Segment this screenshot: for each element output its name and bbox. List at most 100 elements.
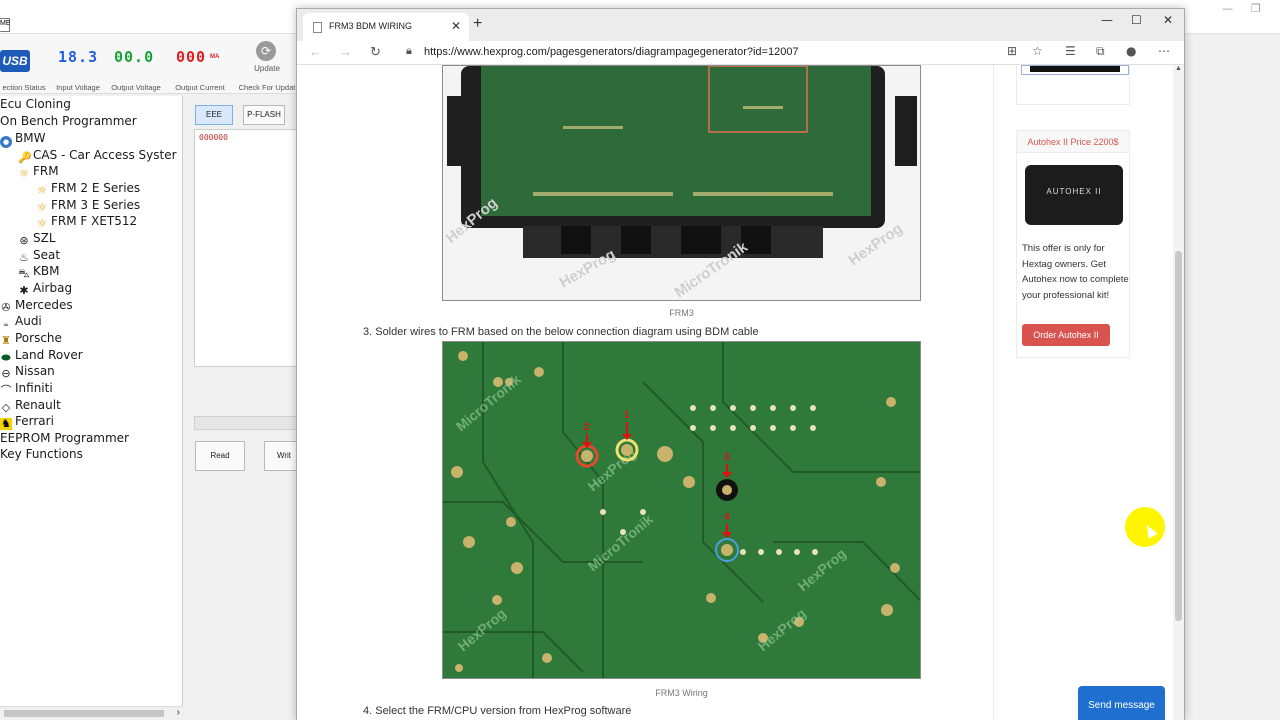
tree-item-label: SZL: [33, 231, 56, 245]
lock-icon[interactable]: 🔒︎: [406, 45, 412, 57]
page-vertical-scrollbar[interactable]: ▲: [1173, 65, 1184, 720]
tree-item-audi[interactable]: ∞Audi: [0, 313, 42, 329]
steering-wheel-icon: ⊛: [19, 234, 29, 247]
ad-title: Autohex II Price 2200$: [1017, 131, 1129, 153]
close-window-icon[interactable]: ✕: [1163, 13, 1174, 27]
scroll-right-icon[interactable]: ›: [176, 707, 180, 718]
maximize-icon[interactable]: ☐: [1131, 13, 1142, 27]
tree-item-airbag[interactable]: ✱ Airbag: [18, 280, 73, 297]
airbag-icon: ✱: [19, 284, 29, 297]
image-caption-frm3-wiring: FRM3 Wiring: [655, 688, 708, 698]
browser-tab-title: FRM3 BDM WIRING: [329, 21, 412, 31]
tree-item-bmw[interactable]: ●BMW: [0, 130, 46, 148]
article-column: HexProg HexProg HexProg MicroTronik FRM3…: [297, 65, 994, 720]
tree-item-label: FRM: [33, 164, 59, 178]
pin-4-marker: [715, 538, 739, 562]
tree-item-label: Infiniti: [15, 381, 53, 395]
send-message-button[interactable]: Send message: [1078, 686, 1165, 720]
tree-item-label: FRM 2 E Series: [51, 181, 141, 195]
tree-item-kbm[interactable]: ⛍KBM: [18, 263, 59, 280]
forward-icon[interactable]: →: [339, 44, 352, 59]
pin-1-label: 1: [624, 410, 630, 421]
tree-item-seat[interactable]: ♨Seat: [18, 247, 60, 264]
tree-item-eeprom[interactable]: EEPROM Programmer: [0, 430, 129, 446]
scrollbar-thumb[interactable]: [1175, 251, 1182, 621]
scrollbar-thumb[interactable]: [4, 710, 164, 717]
sun-icon: ☼: [37, 217, 47, 230]
hex-viewer[interactable]: 000000: [194, 129, 304, 367]
favorites-icon[interactable]: ☰: [1065, 44, 1076, 58]
tree-item-label: Airbag: [33, 281, 73, 295]
browser-tab[interactable]: FRM3 BDM WIRING ✕: [303, 13, 469, 41]
back-icon[interactable]: ←: [309, 44, 322, 59]
tree-item-frm2[interactable]: ☼FRM 2 E Series: [36, 180, 141, 197]
minimize-icon[interactable]: —: [1222, 2, 1233, 15]
tree-item-renault[interactable]: ◇Renault: [0, 397, 61, 414]
output-voltage-label: Output Voltage: [111, 83, 161, 92]
infiniti-logo-icon: ⌒: [0, 384, 12, 397]
ferrari-logo-icon: ♞: [0, 417, 12, 430]
tree-item-szl[interactable]: ⊛ SZL: [18, 230, 56, 247]
tree-item-label: Nissan: [15, 364, 55, 378]
hex-address: 000000: [199, 133, 228, 142]
sun-icon: ☼: [37, 201, 47, 214]
frm3-wiring-image: MicroTronik HexProg MicroTronik HexProg …: [442, 341, 921, 679]
url-field[interactable]: https://www.hexprog.com/pagesgenerators/…: [424, 46, 799, 58]
tree-item-key-functions[interactable]: Key Functions: [0, 446, 83, 462]
tree-item-ecu-cloning[interactable]: Ecu Cloning: [0, 96, 71, 112]
image-caption-frm3: FRM3: [669, 308, 694, 318]
ad-image: [1021, 65, 1129, 75]
refresh-icon[interactable]: ↻: [370, 44, 381, 59]
tree-item-ferrari[interactable]: ♞Ferrari: [0, 413, 54, 430]
output-voltage: 00.0 Output Voltage: [106, 38, 166, 94]
tree-item-frm3[interactable]: ☼FRM 3 E Series: [36, 197, 140, 214]
page-content: HexProg HexProg HexProg MicroTronik FRM3…: [297, 65, 1184, 720]
tree-item-on-bench[interactable]: On Bench Programmer: [0, 113, 137, 129]
tree-item-porsche[interactable]: ♜Porsche: [0, 330, 62, 347]
read-button[interactable]: Read: [195, 441, 245, 471]
tree-item-frm[interactable]: ☼ FRM: [18, 163, 59, 180]
operation-panel: EEE P-FLASH 000000 Read Writ: [186, 96, 304, 720]
progress-bar: [194, 416, 304, 430]
bmw-logo-icon: ●: [0, 136, 12, 148]
tree-item-nissan[interactable]: ⊖ Nissan: [0, 363, 55, 380]
connection-status: USB ection Status: [0, 38, 48, 94]
tree-item-cas[interactable]: 🔑CAS - Car Access Syster: [18, 147, 177, 164]
tree-item-land-rover[interactable]: ⬬Land Rover: [0, 347, 82, 364]
favorite-star-icon[interactable]: ☆: [1032, 44, 1043, 58]
mercedes-logo-icon: ✇: [1, 301, 11, 314]
tree-horizontal-scrollbar[interactable]: ›: [0, 706, 183, 720]
close-tab-icon[interactable]: ✕: [450, 19, 461, 33]
app-tab-label: ME: [0, 20, 10, 27]
ad-description: This offer is only for Hextag owners. Ge…: [1022, 243, 1129, 301]
app-toolbar: USB ection Status 18.3 Input Voltage 00.…: [0, 34, 300, 94]
scroll-up-icon[interactable]: ▲: [1175, 65, 1182, 72]
more-menu-icon[interactable]: ⋯: [1158, 44, 1170, 58]
pflash-tab[interactable]: P-FLASH: [243, 105, 285, 125]
frm3-module-image: HexProg HexProg HexProg MicroTronik: [442, 65, 921, 301]
pin-2-label: 2: [584, 422, 590, 433]
app-tab[interactable]: ME: [0, 18, 10, 32]
instruction-step-4: 4. Select the FRM/CPU version from HexPr…: [363, 705, 632, 717]
new-tab-icon[interactable]: +: [473, 15, 483, 32]
tree-item-infiniti[interactable]: ⌒Infiniti: [0, 380, 53, 397]
sun-icon: ☼: [19, 167, 29, 180]
nissan-logo-icon: ⊖: [1, 367, 11, 380]
tree-item-frm-f[interactable]: ☼FRM F XET512: [36, 213, 137, 230]
eee-tab[interactable]: EEE: [195, 105, 233, 125]
collections-icon[interactable]: ⧉: [1096, 44, 1105, 58]
output-voltage-value: 00.0: [114, 48, 155, 66]
tree-item-label: CAS - Car Access Syster: [33, 148, 177, 162]
connection-status-label: ection Status: [2, 83, 46, 92]
ecu-tree[interactable]: Ecu Cloning On Bench Programmer ●BMW 🔑CA…: [0, 96, 183, 706]
profile-avatar-icon[interactable]: ●: [1126, 44, 1137, 58]
tree-item-label: BMW: [15, 131, 46, 145]
order-autohex-button[interactable]: Order Autohex II: [1022, 324, 1110, 346]
minimize-icon[interactable]: —: [1101, 13, 1113, 27]
tree-item-mercedes[interactable]: ✇Mercedes: [0, 297, 72, 314]
update-button[interactable]: ⟳ Update Check For Updat: [236, 38, 298, 94]
usb-logo-icon: USB: [0, 50, 30, 72]
browser-window: FRM3 BDM WIRING ✕ + — ☐ ✕ ← → ↻ 🔒︎ https…: [296, 8, 1185, 720]
restore-icon[interactable]: ❐: [1251, 2, 1261, 15]
translate-icon[interactable]: ⊞: [1007, 44, 1018, 58]
